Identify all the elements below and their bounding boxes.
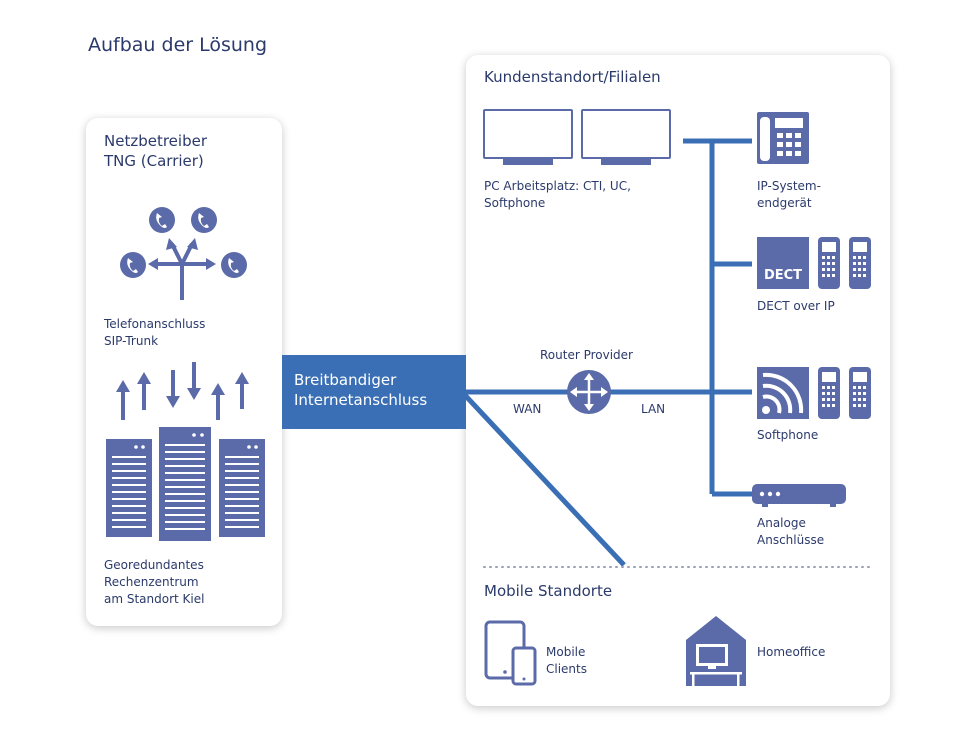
monitor-icon	[483, 109, 573, 165]
softphone-label: Softphone	[757, 428, 819, 442]
customer-heading: Kundenstandort/Filialen	[484, 68, 661, 86]
server-rack-icon	[219, 439, 265, 537]
phone-icon	[221, 252, 247, 278]
router-label: Router Provider	[540, 348, 633, 362]
page-title: Aufbau der Lösung	[88, 34, 268, 56]
dect-label: DECT over IP	[757, 299, 835, 313]
analog-adapter-icon	[752, 484, 846, 507]
analog-label: Analoge Anschlüsse	[757, 516, 825, 547]
arrow-up-icon	[137, 372, 151, 410]
network-lines	[460, 138, 752, 567]
arrow-up-icon	[116, 380, 130, 420]
carrier-heading: Netzbetreiber TNG (Carrier)	[104, 132, 207, 170]
dect-base-icon	[757, 237, 809, 289]
phone-icon	[120, 252, 146, 278]
handset-icon	[849, 367, 871, 419]
lan-label: LAN	[641, 402, 666, 416]
phone-icon	[149, 207, 175, 233]
phone-tree	[120, 207, 247, 300]
datacenter-label: Georedundantes Rechenzentrum am Standort…	[104, 558, 205, 606]
desk-phone-icon	[757, 112, 809, 164]
router-icon	[567, 370, 611, 414]
house-icon	[686, 616, 746, 686]
wan-label: WAN	[513, 402, 542, 416]
sip-trunk-label: Telefonanschluss SIP-Trunk	[104, 317, 206, 348]
mobile-heading: Mobile Standorte	[484, 582, 613, 600]
internet-connection-band: Breitbandiger Internetanschluss	[282, 355, 466, 429]
data-flow-arrows	[116, 362, 249, 420]
carrier-panel	[86, 118, 282, 626]
wifi-icon	[757, 367, 809, 419]
mobile-link-line	[460, 390, 626, 567]
monitor-icon	[581, 109, 671, 165]
phone-icon	[191, 207, 217, 233]
arrow-down-icon	[166, 370, 180, 408]
ip-phone-label: IP-System- endgerät	[757, 179, 821, 210]
arrow-up-icon	[235, 372, 249, 409]
smartphone-icon	[511, 646, 537, 686]
handset-icon	[849, 237, 871, 289]
arrow-down-icon	[187, 362, 201, 400]
handset-icon	[818, 237, 840, 289]
server-rack-icon	[159, 427, 211, 541]
arrow-up-icon	[211, 383, 225, 420]
dect-badge: DECT	[763, 268, 803, 283]
handset-icon	[818, 367, 840, 419]
mobile-clients-label: Mobile Clients	[546, 645, 587, 676]
homeoffice-label: Homeoffice	[757, 645, 826, 659]
pc-workplace-label: PC Arbeitsplatz: CTI, UC, Softphone	[484, 179, 631, 210]
server-rack-icon	[106, 439, 152, 537]
